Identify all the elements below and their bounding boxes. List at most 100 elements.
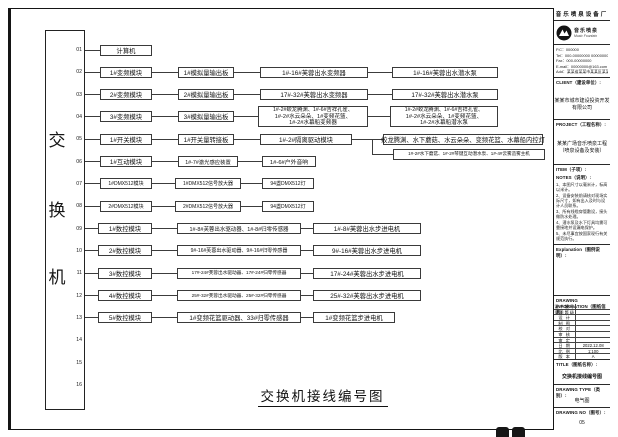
node-box: 蛟龙腾渊、水下蘑菇、水云朵朵、变频花篮、水幕船内控灯 <box>381 133 545 145</box>
node-box: 1#数控模块 <box>98 223 152 235</box>
page-corner-mark <box>512 427 525 437</box>
info-row-label: 资质等级 <box>554 309 577 316</box>
info-row-label: 日 期 <box>554 343 577 349</box>
info-row-label: 校 对 <box>554 326 577 332</box>
node-box: 17#-32#芙蓉出水变频器 <box>260 89 368 101</box>
wire-segment <box>234 71 260 73</box>
node-box: 17#-32#芙蓉出水潜水泵 <box>392 89 498 101</box>
drawing-frame <box>8 8 610 430</box>
port-label: 09 <box>76 225 82 232</box>
wire-segment <box>241 183 262 185</box>
wire-segment <box>372 153 393 155</box>
wire-segment <box>85 71 100 73</box>
node-box: 3#变频模块 <box>100 111 152 123</box>
node-box: 3#数控模块 <box>98 267 152 279</box>
switch-box <box>45 30 85 410</box>
notes-section-label: NOTES（说明）: <box>556 174 592 180</box>
company-header: 音乐喷泉 Music Fountain <box>554 21 610 45</box>
node-box: 1#变频花篮驱动器、33#归零传感器 <box>177 312 301 324</box>
info-row-label: 比 例 <box>554 348 577 355</box>
node-box: 1#-6#户外音响 <box>262 156 316 168</box>
wire-segment <box>241 205 262 207</box>
node-box: 94盏DMX512灯 <box>262 178 314 190</box>
info-row-value <box>576 304 610 310</box>
info-row-value <box>576 310 610 316</box>
node-text-line: 1#-2#蛟龙腾渊、1#-6#吉祥孔雀、 <box>404 107 484 114</box>
port-label: 15 <box>76 359 82 366</box>
drawing-type-label: DRAWING TYPE（类别）: <box>556 386 601 398</box>
node-box: 1#-2#水下蘑菇、1#-2#琴键互动潜水泵、1#-4#云雾造雾主机 <box>393 148 545 160</box>
sheet-title-value: 交换机接线编号图 <box>554 368 610 385</box>
node-text-line: 1#-2#水云朵朵、1#变频花篮、 <box>405 113 483 120</box>
wire-segment <box>152 183 175 185</box>
port-label: 06 <box>76 158 82 165</box>
notes-list: 1、本图尺寸以毫米计，标高以米计。2、设备安装前请核对现场实际尺寸，如有出入及时… <box>554 181 610 245</box>
node-text-line: 1#-2#蛟龙腾渊、1#-6#吉祥孔雀、 <box>272 107 354 114</box>
port-label: 10 <box>76 247 82 254</box>
node-box: 1#互动模块 <box>100 156 152 168</box>
company-name: 音乐喷泉 <box>574 28 599 34</box>
info-row-value <box>576 332 610 338</box>
company-name-en: Music Fountain <box>574 34 597 38</box>
company-logo-icon <box>556 25 572 40</box>
info-row-label: 设 计 <box>554 315 577 321</box>
switch-label-char: 交 <box>48 131 66 151</box>
wire-segment <box>368 94 392 96</box>
wire-segment <box>85 272 98 274</box>
info-row-value: 1:100 <box>576 349 610 355</box>
drawing-no-label: DRAWING NO（图号）: <box>556 409 606 415</box>
drawing-type-value: 电气图 <box>554 393 610 408</box>
node-box: 2#模拟量输出板 <box>178 89 234 101</box>
note-item: 5、未尽事宜按国家现行有关规范执行。 <box>556 231 608 241</box>
drawing-info-section-label: DRAWING INFORMATION（图纸信息）: <box>556 297 606 315</box>
wire-segment <box>152 161 178 163</box>
project-name-line1: 某某广场音乐喷泉工程 <box>556 141 607 147</box>
wire-segment <box>301 228 313 230</box>
wire-segment <box>238 161 262 163</box>
project-name: 某某广场音乐喷泉工程 （喷泉设备及安装） <box>554 130 610 165</box>
wire-segment <box>152 94 178 96</box>
node-box: 1#DMX512信号放大器 <box>175 178 241 190</box>
switch-label-char: 机 <box>48 268 66 288</box>
page-corner-mark <box>496 427 509 437</box>
wire-segment <box>152 116 178 118</box>
client-section-label: CLIENT（建设单位）: <box>556 79 601 85</box>
wire-segment <box>368 116 390 118</box>
node-box: 1#-8#芙蓉出水步进电机 <box>313 223 421 235</box>
switch-label-char: 换 <box>48 201 66 221</box>
wire-segment <box>152 71 178 73</box>
wire-segment <box>234 138 260 140</box>
node-box: 94盏DMX512灯 <box>262 200 314 212</box>
wire-segment <box>152 138 178 140</box>
port-label: 08 <box>76 203 82 210</box>
node-box: 2#DMX512信号放大器 <box>175 200 241 212</box>
note-item: 4、潜水泵及水下灯具均需可靠接地并设漏电保护。 <box>556 220 608 230</box>
node-box: 2#DMX512模块 <box>100 200 152 212</box>
drawing-title-text: 交换机接线编号图 <box>257 389 388 407</box>
wire-segment <box>85 116 100 118</box>
info-row-label: 审 核 <box>554 331 577 338</box>
node-box: 计算机 <box>100 44 152 56</box>
wire-segment <box>301 317 313 319</box>
node-box: 2#数控模块 <box>98 245 152 257</box>
wire-segment <box>152 272 177 274</box>
explanation-area <box>554 253 610 296</box>
node-box: 1#模拟量输出板 <box>178 66 234 78</box>
port-label: 03 <box>76 91 82 98</box>
node-box: 1#-16#芙蓉出水潜水泵 <box>392 66 498 78</box>
info-row-label: 证书编号 <box>554 304 577 310</box>
info-row-value <box>576 321 610 327</box>
node-box: 1#-16#芙蓉出水变频器 <box>260 66 368 78</box>
info-row-label: 版 本 <box>554 354 577 359</box>
node-text-line: 1#-2#水云朵朵、1#变频花篮、 <box>274 113 352 120</box>
info-row-value: A <box>576 354 610 359</box>
info-row-value <box>576 326 610 332</box>
wire-segment <box>352 138 383 140</box>
wire-segment <box>152 317 177 319</box>
node-box: 9#-16#芙蓉出水步进电机 <box>313 245 421 257</box>
wire-segment <box>85 250 98 252</box>
